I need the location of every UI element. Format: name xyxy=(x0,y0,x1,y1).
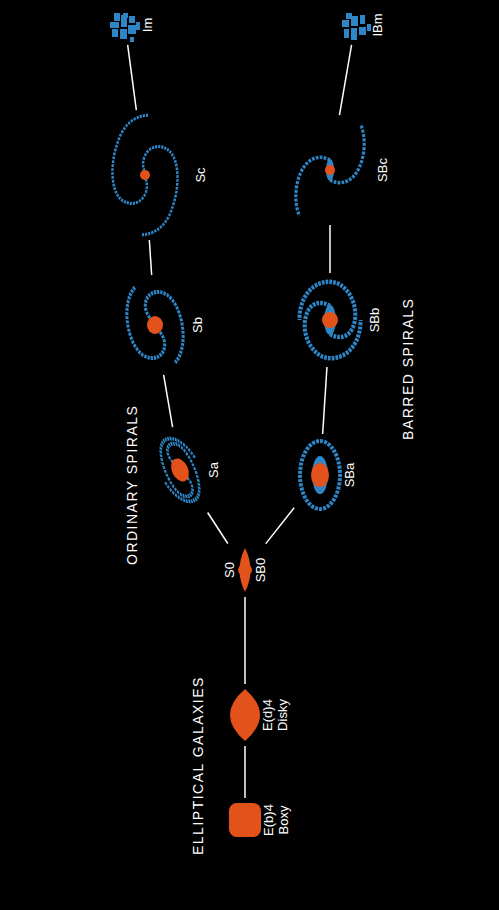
galaxy-node: IBm xyxy=(338,8,387,42)
galaxy-node: Sc xyxy=(96,113,210,237)
galaxy-node: E(d)4Disky xyxy=(228,687,292,743)
galaxy-type-label: SBb xyxy=(367,308,382,333)
galaxy-type-label: E(b)4 xyxy=(261,804,276,836)
galaxy-area xyxy=(154,432,206,508)
boxy-elliptical xyxy=(229,803,261,837)
irregular-galaxy xyxy=(110,13,140,42)
sba-spiral xyxy=(300,441,340,509)
galaxy-type-label: Disky xyxy=(275,699,290,731)
disky-elliptical xyxy=(230,689,260,741)
galaxy-area xyxy=(237,548,253,592)
sequence-line xyxy=(149,240,151,275)
sc-spiral xyxy=(101,111,188,240)
galaxy-type-label: SB0 xyxy=(253,558,268,583)
galaxy-node: Im xyxy=(108,8,157,42)
sbb-spiral xyxy=(299,282,360,358)
galaxy-area xyxy=(293,278,367,362)
galaxy-node: Sa xyxy=(152,430,223,510)
galaxy-type-label: Boxy xyxy=(276,806,291,835)
galaxy-type-label: IBm xyxy=(370,13,385,36)
sequence-line xyxy=(128,45,137,110)
galaxy-area xyxy=(110,10,140,40)
sequence-line xyxy=(266,508,294,544)
sbc-spiral xyxy=(296,124,364,216)
galaxy-node: SBc xyxy=(283,118,392,222)
galaxy-area xyxy=(120,280,190,370)
galaxy-area xyxy=(230,689,260,741)
galaxy-type-label: Sb xyxy=(190,317,205,333)
galaxy-type-label: SBc xyxy=(375,158,390,182)
sb-spiral xyxy=(118,278,191,373)
sequence-line xyxy=(330,225,331,273)
sequence-line xyxy=(245,597,246,684)
galaxy-type-label: E(d)4 xyxy=(260,699,275,731)
galaxy-area xyxy=(340,10,370,40)
sequence-line xyxy=(208,513,228,544)
galaxy-type-label: Sc xyxy=(193,167,208,182)
group-heading: ORDINARY SPIRALS xyxy=(124,405,140,565)
galaxy-area xyxy=(285,120,375,220)
sequence-line xyxy=(323,367,327,434)
irregular-barred-galaxy xyxy=(342,13,371,40)
group-heading: ELLIPTICAL GALAXIES xyxy=(190,676,206,855)
galaxy-area xyxy=(98,115,193,235)
sa-spiral xyxy=(149,432,211,509)
galaxy-node: SBa xyxy=(296,437,359,513)
galaxy-area xyxy=(229,803,261,837)
galaxy-area xyxy=(298,439,342,511)
galaxy-node: Sb xyxy=(118,278,207,372)
sequence-line xyxy=(339,45,351,115)
galaxy-node: S0 SB0 xyxy=(220,546,270,594)
galaxy-type-label: Sa xyxy=(206,462,221,478)
galaxy-node: E(b)4Boxy xyxy=(227,801,293,839)
galaxy-type-label: SBa xyxy=(342,463,357,488)
galaxy-type-label: S0 xyxy=(222,562,237,578)
group-heading: BARRED SPIRALS xyxy=(400,298,416,440)
sequence-line xyxy=(164,375,173,427)
galaxy-type-label: Im xyxy=(140,18,155,32)
galaxy-node: SBb xyxy=(291,276,384,364)
sequence-line xyxy=(245,746,246,798)
